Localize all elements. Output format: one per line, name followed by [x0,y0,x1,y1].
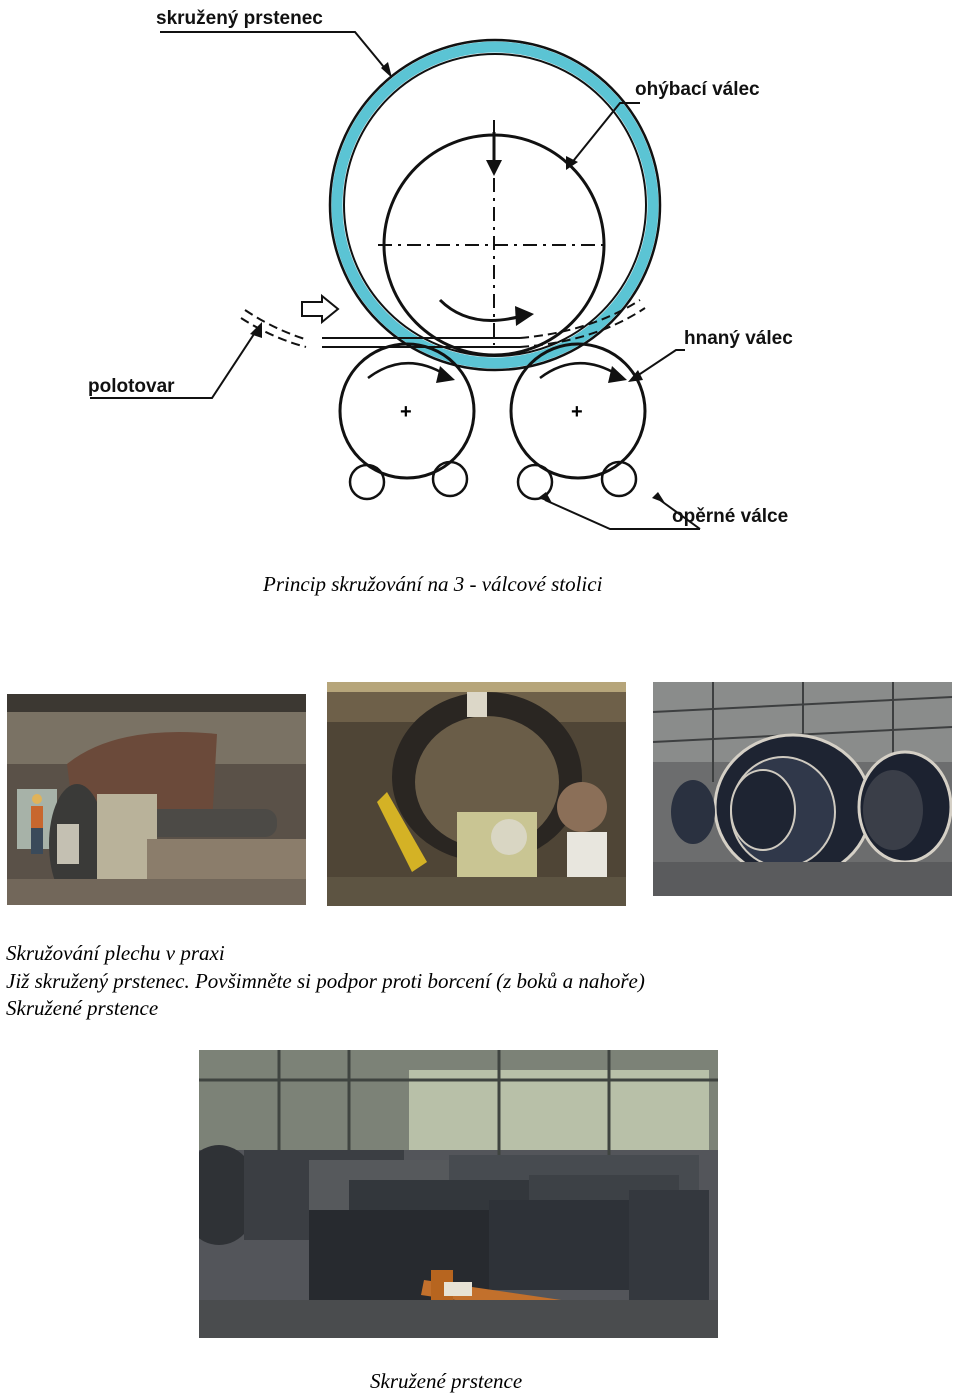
photo-plate-rolling [7,694,306,905]
diagram-caption: Princip skružování na 3 - válcové stolic… [263,572,603,596]
svg-text:+: + [571,401,583,423]
rotation-arrow-icon [438,298,523,322]
lower-roll-right [509,342,647,480]
svg-text:+: + [400,401,412,423]
ring-outer [328,38,662,372]
text-block: Skružování plechu v praxi Již skružený p… [6,941,946,1021]
lower-roll-left [338,342,476,480]
photo-ring-warehouse [199,1050,718,1338]
support-roll-4 [600,460,638,498]
text-line-1: Skružování plechu v praxi [6,941,225,965]
photo-rolled-ring [327,682,626,906]
label-blank: polotovar [88,376,175,397]
force-arrow-icon [486,160,502,176]
rolling-diagram: + + skružený prstenec ohýbací válec polo… [88,8,793,530]
text-line-2: Již skružený prstenec. Povšimněte si pod… [6,969,645,993]
bottom-caption: Skružené prstence [370,1369,523,1393]
photo-finished-rings [653,682,952,896]
label-driven-roll: hnaný válec [684,328,793,349]
ring-body [331,41,659,369]
ring-inner [343,53,647,357]
feed-arrow-icon [301,293,340,325]
label-support-rolls: opěrné válce [672,506,788,527]
support-roll-3 [516,463,554,501]
support-roll-1 [348,463,386,501]
sheet-dashed-left [244,309,309,341]
text-line-3: Skružené prstence [6,996,159,1020]
support-roll-2 [431,460,469,498]
label-bending-roll: ohýbací válec [635,79,760,100]
label-ring: skružený prstenec [156,8,323,29]
